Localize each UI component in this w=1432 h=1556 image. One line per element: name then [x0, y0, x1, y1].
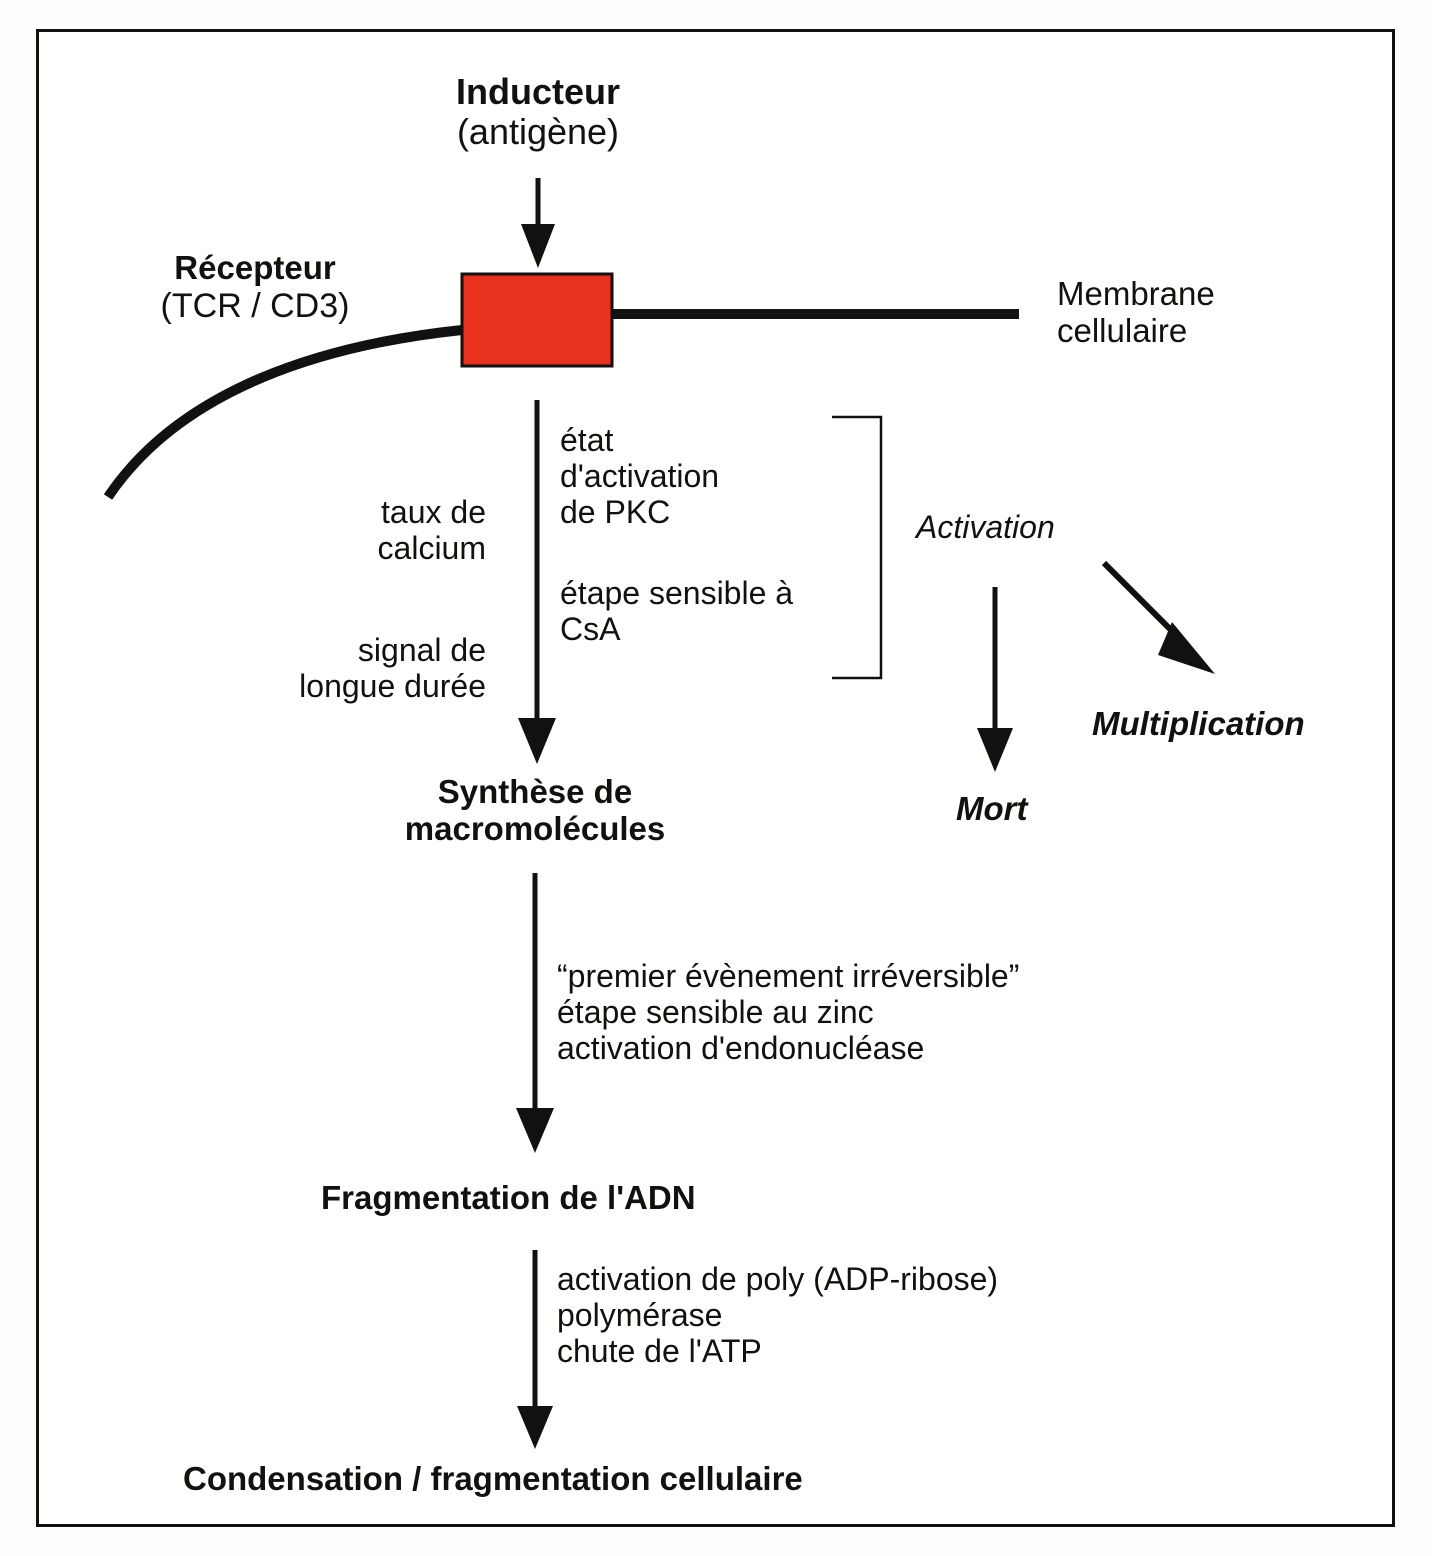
receptor-label: Récepteur (TCR / CD3): [140, 249, 370, 325]
csa-note-line: étape sensible à: [560, 575, 794, 611]
mort-label: Mort: [956, 790, 1028, 827]
diagram-frame: [36, 29, 1395, 1527]
arrow-to-multiplication-head: [1158, 622, 1215, 674]
csa-note-line: CsA: [560, 610, 621, 647]
calcium-note-line: calcium: [377, 529, 486, 566]
parp-note-line: polymérase: [557, 1296, 723, 1333]
synthesis-line: macromolécules: [404, 809, 666, 847]
membrane-line-left: [103, 325, 463, 500]
pkc-note-line: d'activation: [560, 457, 720, 494]
parp-note-line: activation de poly (ADP-ribose): [557, 1261, 999, 1297]
long-signal-note: signal de longue durée: [240, 632, 486, 705]
arrow-to-dna-fragmentation-head: [516, 1108, 554, 1153]
arrow-to-synthesis-head: [518, 718, 556, 764]
receptor-subtitle: (TCR / CD3): [160, 286, 350, 325]
receptor-title: Récepteur: [174, 249, 336, 286]
dna-fragmentation-label: Fragmentation de l'ADN: [321, 1179, 696, 1216]
endonuclease-note-line: “premier évènement irréversible”: [557, 958, 1020, 994]
condensation-label: Condensation / fragmentation cellulaire: [183, 1460, 803, 1497]
activation-bracket: [832, 415, 883, 680]
pkc-note-line: état: [560, 422, 614, 458]
membrane-line2: cellulaire: [1057, 311, 1188, 349]
long-signal-note-line: longue durée: [299, 667, 486, 704]
receptor-box: [460, 272, 614, 368]
pkc-note-line: de PKC: [560, 493, 671, 530]
inducer-arrow-head: [521, 224, 555, 268]
activation-label: Activation: [916, 509, 1055, 545]
inducer-subtitle: (antigène): [456, 111, 620, 153]
synthesis-label: Synthèse de macromolécules: [380, 773, 690, 848]
endonuclease-note-line: étape sensible au zinc: [557, 993, 874, 1030]
membrane-label: Membrane cellulaire: [1057, 275, 1215, 350]
parp-note-line: chute de l'ATP: [557, 1332, 762, 1369]
inducer-label: Inducteur (antigène): [430, 71, 646, 153]
endonuclease-note-line: activation d'endonucléase: [557, 1029, 925, 1066]
csa-note: étape sensible à CsA: [560, 575, 794, 648]
membrane-line1: Membrane: [1057, 275, 1215, 312]
parp-notes: activation de poly (ADP-ribose) polyméra…: [557, 1261, 999, 1369]
inducer-title: Inducteur: [455, 71, 620, 112]
endonuclease-notes: “premier évènement irréversible” étape s…: [557, 958, 1020, 1066]
calcium-note: taux de calcium: [300, 494, 486, 567]
arrow-to-mort-head: [977, 728, 1013, 772]
calcium-note-line: taux de: [381, 494, 486, 530]
arrow-to-condensation-head: [517, 1406, 553, 1449]
pkc-note: état d'activation de PKC: [560, 422, 720, 530]
long-signal-note-line: signal de: [357, 632, 486, 668]
multiplication-label: Multiplication: [1092, 705, 1305, 742]
synthesis-line: Synthèse de: [437, 773, 633, 810]
